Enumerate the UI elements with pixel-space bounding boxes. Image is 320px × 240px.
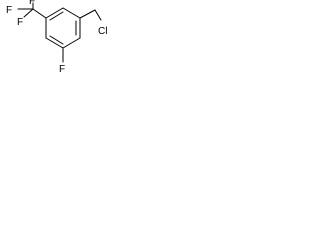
ring-double-bond: [49, 11, 64, 21]
bond-ring-cf3: [32, 8, 47, 19]
bond-ch2-cl: [94, 9, 102, 21]
trifluoromethyl-group: F F F: [6, 0, 47, 28]
benzene-ring: [45, 7, 81, 49]
bond-ring-ch2: [79, 9, 96, 19]
fluorine-atom-label: F: [59, 64, 65, 75]
ring-bond: [62, 37, 81, 49]
fluorine-atom-label: F: [29, 0, 35, 7]
ring-bond: [45, 37, 64, 49]
ring-double-bond: [49, 35, 64, 45]
ring-bond: [45, 7, 64, 19]
molecule-diagram: Cl F F F F: [0, 0, 117, 91]
ring-fluorine-group: F: [59, 47, 65, 75]
chlorine-atom-label: Cl: [98, 26, 107, 37]
fluorine-atom-label: F: [17, 17, 23, 28]
fluorine-atom-label: F: [6, 5, 12, 16]
structure-svg: Cl F F F F: [6, 0, 107, 75]
ring-bond: [62, 7, 81, 19]
chloromethyl-group: Cl: [79, 9, 107, 37]
bond-c-f-lower: [23, 8, 34, 18]
